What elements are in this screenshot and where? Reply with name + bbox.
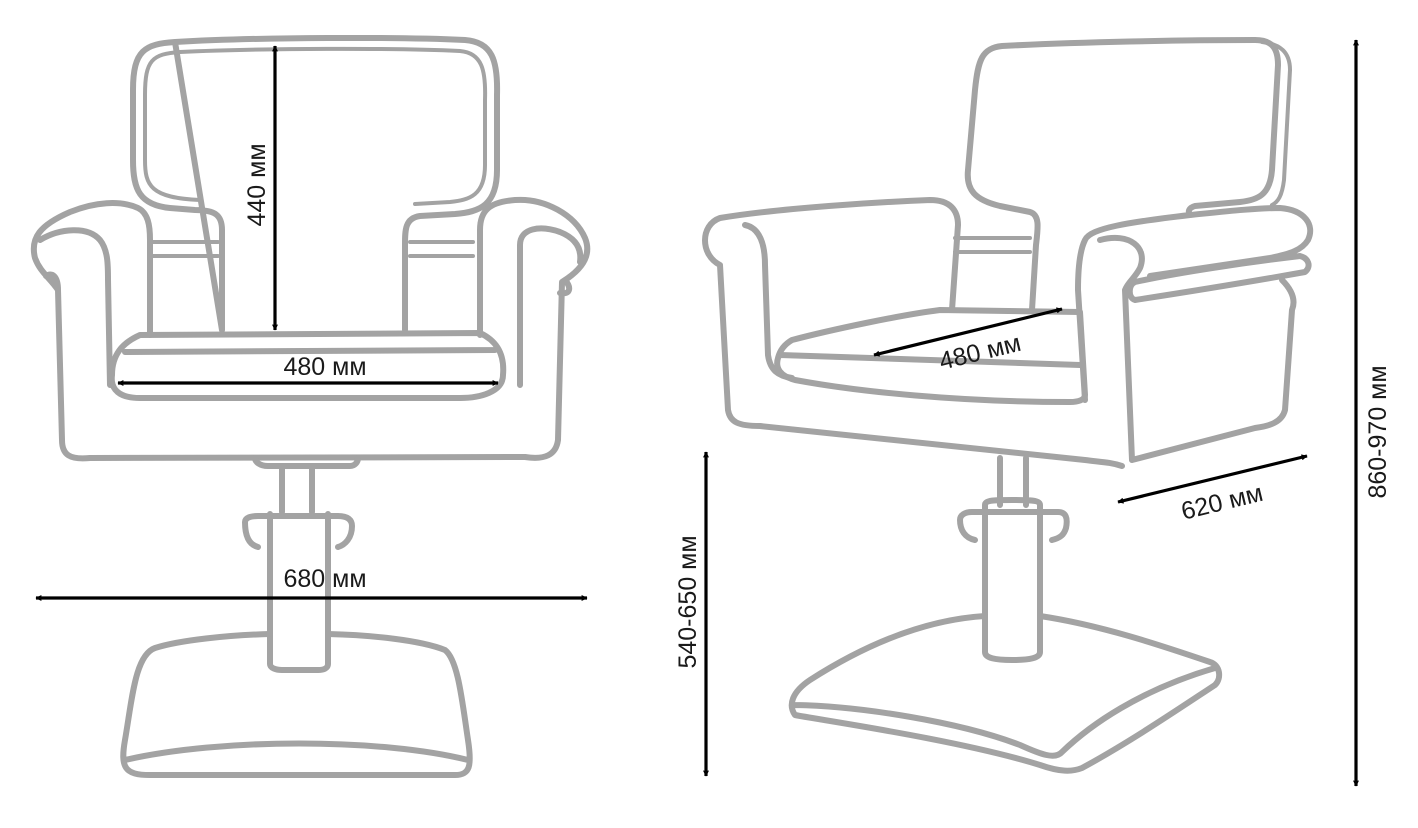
label-depth: 620 мм	[1178, 479, 1265, 526]
side-right-arm	[1075, 205, 1314, 463]
side-backrest	[964, 37, 1281, 313]
arrow-depth	[1117, 454, 1308, 504]
side-view-chair	[702, 37, 1314, 774]
label-seat-height: 540-650 мм	[674, 535, 702, 668]
front-backrest-inner	[143, 46, 488, 206]
side-back-rails	[953, 236, 1032, 254]
front-backrest	[130, 34, 501, 333]
arrow-seat-width-side	[873, 307, 1063, 357]
dimension-arrows	[35, 39, 1359, 787]
front-right-arm	[477, 196, 591, 461]
side-base	[788, 613, 1223, 774]
front-bottom-shell	[87, 454, 528, 461]
front-base	[120, 631, 473, 778]
front-seat	[108, 330, 507, 401]
side-seat	[774, 307, 1088, 405]
label-back-height: 440 мм	[243, 143, 271, 226]
label-total-height: 860-970 мм	[1364, 365, 1392, 498]
side-backrest-edge	[1260, 40, 1292, 207]
front-view-chair	[30, 34, 591, 778]
dimension-labels: 440 мм 480 мм 680 мм 480 мм 620 мм 540-6…	[243, 143, 1392, 668]
front-column	[242, 455, 361, 673]
front-back-rails	[148, 240, 475, 258]
side-left-arm	[702, 197, 1125, 469]
front-left-arm	[30, 200, 153, 462]
side-column	[957, 455, 1070, 663]
label-base-width: 680 мм	[283, 565, 366, 593]
label-seat-width-front: 480 мм	[283, 353, 366, 381]
